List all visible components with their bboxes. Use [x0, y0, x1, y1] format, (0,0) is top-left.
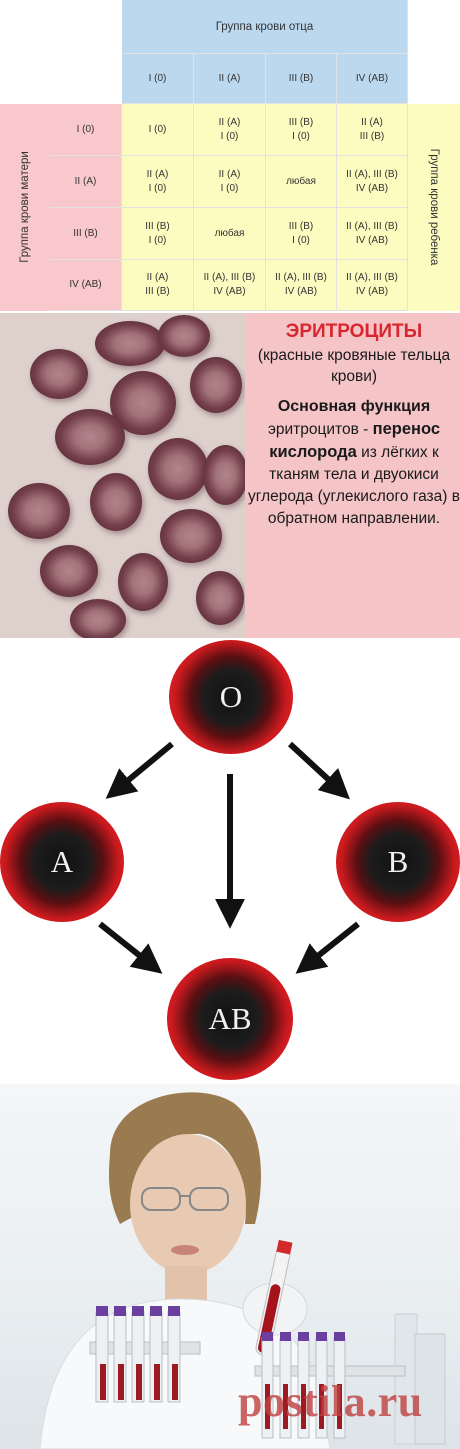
arrow-o-to-a [105, 741, 174, 799]
row-header-4: IV (AB) [50, 260, 122, 311]
table-cell: II (A) I (0) [194, 104, 266, 156]
arrow-b-to-ab [295, 921, 360, 974]
row-header-2: II (A) [50, 156, 122, 208]
table-cell: II (A), III (B) IV (AB) [266, 260, 337, 311]
erythrocytes-description: ЭРИТРОЦИТЫ (красные кровяные тельца кров… [248, 317, 460, 635]
child-header: Группа крови ребенка [428, 148, 440, 266]
arrow-o-to-b [287, 741, 350, 800]
table-cell: II (A), III (B) IV (AB) [337, 156, 408, 208]
col-header-1: I (0) [122, 54, 194, 104]
table-cell: III (B) I (0) [266, 104, 337, 156]
table-cell: II (A) III (B) [122, 260, 194, 311]
blood-group-table: Группа крови отца I (0) II (A) III (B) I… [0, 0, 460, 312]
blood-group-b-node: B [336, 802, 460, 922]
inheritance-diagram: O A B AB [0, 640, 460, 1080]
table-cell: III (B) I (0) [122, 208, 194, 260]
lab-illustration [39, 1092, 446, 1449]
postila-watermark: postila.ru [238, 1377, 423, 1426]
scientist-with-test-tube-photo [0, 1084, 460, 1449]
blood-group-b-label: B [387, 844, 409, 879]
function-text-1: эритроцитов - [267, 421, 369, 438]
mother-header-cell [0, 104, 50, 311]
mother-header: Группа крови матери [19, 151, 31, 263]
red-blood-cells-photo [0, 313, 245, 638]
table-cell: II (A) I (0) [194, 156, 266, 208]
table-cell: III (B) I (0) [266, 208, 337, 260]
erythrocytes-subtitle: (красные кровяные тельца крови) [257, 347, 451, 385]
table-cell: II (A) I (0) [122, 156, 194, 208]
table-cell: II (A), III (B) IV (AB) [337, 208, 408, 260]
row-header-1: I (0) [50, 104, 122, 156]
col-header-4: IV (AB) [337, 54, 408, 104]
arrow-a-to-ab [98, 921, 163, 974]
blood-group-ab-node: AB [167, 958, 293, 1080]
col-header-3: III (B) [266, 54, 337, 104]
col-header-2: II (A) [194, 54, 266, 104]
table-cell: любая [266, 156, 337, 208]
father-header: Группа крови отца [122, 0, 408, 54]
blood-group-a-node: A [0, 802, 124, 922]
table-cell: I (0) [122, 104, 194, 156]
function-text-2: из лёгких к тканям тела и двуокиси углер… [248, 444, 460, 527]
blood-group-a-label: A [50, 844, 74, 879]
diagram-arrows [98, 741, 360, 974]
blood-group-ab-label: AB [208, 1001, 252, 1036]
table-cell: II (A), III (B) IV (AB) [337, 260, 408, 311]
row-header-3: III (B) [50, 208, 122, 260]
table-cell: II (A), III (B) IV (AB) [194, 260, 266, 311]
table-cell: II (A) III (B) [337, 104, 408, 156]
main-function-heading: Основная функция [277, 398, 431, 415]
child-header-cell [408, 104, 460, 311]
function-text-bold: перенос кислорода [269, 420, 441, 461]
blood-group-o-node: O [169, 640, 293, 754]
erythrocytes-title: ЭРИТРОЦИТЫ [285, 321, 423, 342]
table-cell: любая [194, 208, 266, 260]
blood-group-o-label: O [219, 679, 243, 714]
erythrocytes-panel: ЭРИТРОЦИТЫ (красные кровяные тельца кров… [0, 313, 460, 638]
